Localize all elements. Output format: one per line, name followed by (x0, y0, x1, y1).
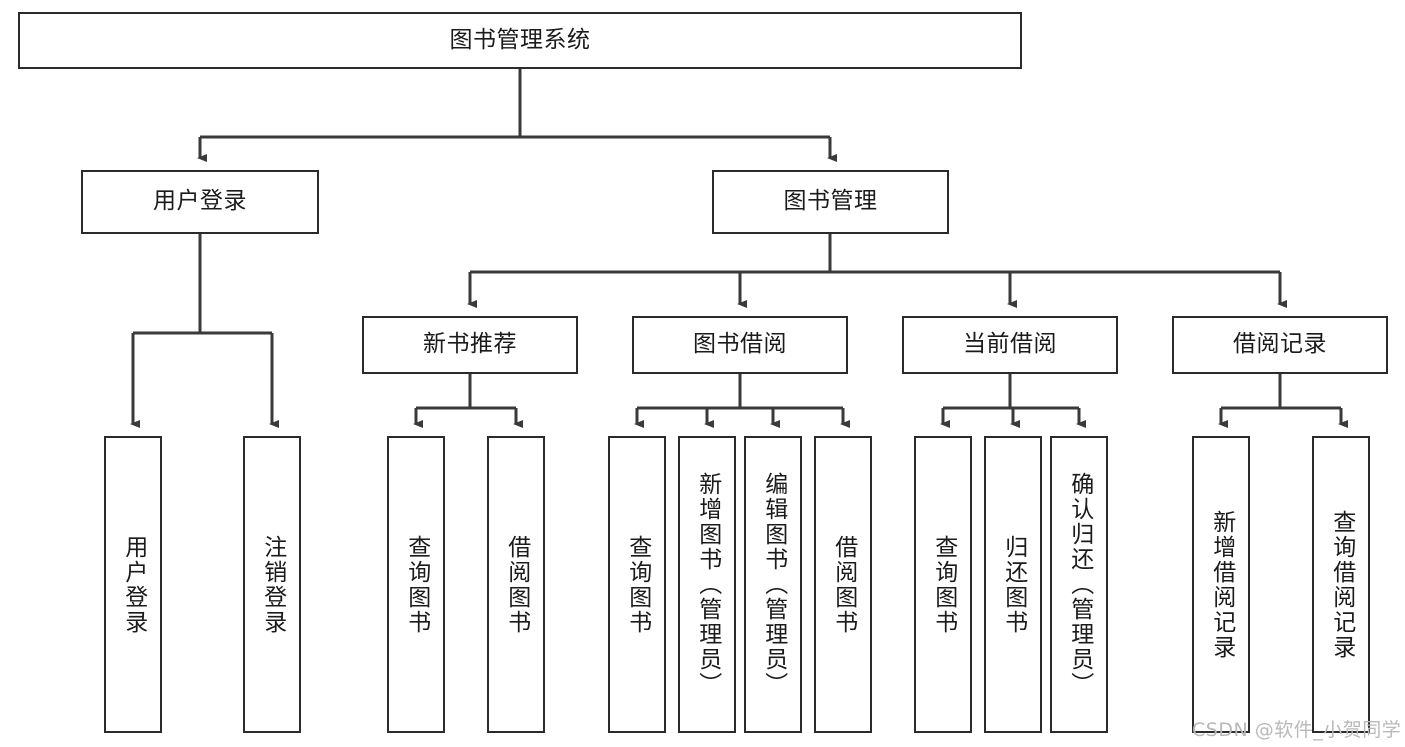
node-new-book-recommend-label: 新书推荐 (423, 331, 517, 358)
node-leaf-confirm-return-admin[interactable]: 确认归还（管理员） (1050, 436, 1108, 733)
node-leaf-add-borrow-record[interactable]: 新增借阅记录 (1192, 436, 1250, 733)
node-leaf-confirm-return-admin-label: 确认归还（管理员） (1066, 472, 1093, 697)
node-leaf-add-book-admin-label: 新增图书（管理员） (694, 472, 721, 697)
node-leaf-query-book-borrow[interactable]: 查询图书 (608, 436, 666, 733)
node-leaf-edit-book-admin-label: 编辑图书（管理员） (760, 472, 787, 697)
node-leaf-return-book-label: 归还图书 (1000, 534, 1027, 635)
node-leaf-borrow-book[interactable]: 借阅图书 (814, 436, 872, 733)
node-current-borrow[interactable]: 当前借阅 (902, 316, 1118, 374)
node-root[interactable]: 图书管理系统 (18, 12, 1022, 69)
node-book-borrow[interactable]: 图书借阅 (632, 316, 848, 374)
node-leaf-query-borrow-record[interactable]: 查询借阅记录 (1312, 436, 1370, 733)
node-leaf-add-book-admin[interactable]: 新增图书（管理员） (678, 436, 736, 733)
node-leaf-query-book-current[interactable]: 查询图书 (914, 436, 972, 733)
node-book-management[interactable]: 图书管理 (712, 170, 949, 234)
node-book-management-label: 图书管理 (783, 188, 878, 215)
node-leaf-logout-label: 注销登录 (259, 534, 286, 635)
node-leaf-edit-book-admin[interactable]: 编辑图书（管理员） (744, 436, 802, 733)
node-leaf-logout[interactable]: 注销登录 (243, 436, 301, 733)
node-leaf-query-book-new-label: 查询图书 (403, 534, 430, 635)
node-leaf-user-login[interactable]: 用户登录 (104, 436, 162, 733)
node-new-book-recommend[interactable]: 新书推荐 (362, 316, 578, 374)
node-user-login[interactable]: 用户登录 (81, 170, 319, 234)
node-leaf-borrow-book-new-label: 借阅图书 (503, 534, 530, 635)
node-user-login-label: 用户登录 (153, 188, 247, 215)
node-leaf-borrow-book-label: 借阅图书 (830, 534, 857, 635)
node-leaf-query-borrow-record-label: 查询借阅记录 (1328, 509, 1355, 660)
node-leaf-return-book[interactable]: 归还图书 (984, 436, 1042, 733)
node-root-label: 图书管理系统 (449, 26, 591, 53)
node-leaf-borrow-book-new[interactable]: 借阅图书 (487, 436, 545, 733)
node-book-borrow-label: 图书借阅 (693, 331, 787, 358)
node-leaf-user-login-label: 用户登录 (120, 534, 147, 635)
node-leaf-query-book-borrow-label: 查询图书 (624, 534, 651, 635)
node-leaf-query-book-current-label: 查询图书 (930, 534, 957, 635)
node-current-borrow-label: 当前借阅 (963, 331, 1057, 358)
node-borrow-record[interactable]: 借阅记录 (1172, 316, 1388, 374)
node-leaf-add-borrow-record-label: 新增借阅记录 (1208, 509, 1235, 660)
node-borrow-record-label: 借阅记录 (1233, 331, 1327, 358)
node-leaf-query-book-new[interactable]: 查询图书 (387, 436, 445, 733)
csdn-watermark: CSDN @软件_小贺同学 (1192, 719, 1402, 741)
